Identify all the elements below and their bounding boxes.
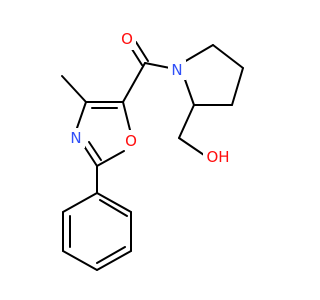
bond-oxazole-c5-o1 <box>122 101 131 131</box>
bond-pyrrolidine-c4-c5 <box>212 44 244 69</box>
atom-label-layer: O N O N OH <box>67 30 235 167</box>
bond-oxazole-c2-n3-double-a <box>83 145 98 167</box>
bond-oxazole-c4-n3 <box>76 101 87 129</box>
bond-carbonyl-oxazole <box>122 62 146 103</box>
bond-ch2-oh <box>178 137 205 156</box>
bond-oxazole-c2-o1 <box>96 150 125 167</box>
ring-oxygen-label: O <box>125 132 137 150</box>
bond-phenyl-3-inner <box>96 246 126 264</box>
ring-nitrogen-label: N <box>70 129 81 147</box>
bond-pyrrolidine-c3-c4 <box>231 67 244 106</box>
bond-phenyl-1-inner <box>99 199 128 217</box>
bond-c4-methyl <box>61 75 87 103</box>
bond-phenyl-6 <box>62 192 98 213</box>
bond-pyrrolidine-c5-n <box>183 44 214 63</box>
bond-oxazole-c2-n3-double-b <box>88 141 102 161</box>
amide-nitrogen-label: N <box>171 61 182 79</box>
bond-carbonyl-double-b <box>135 41 149 62</box>
carbonyl-oxygen-label: O <box>121 30 133 48</box>
molecule-canvas: O N O N OH <box>61 30 244 271</box>
bond-phenyl-4 <box>62 250 98 271</box>
bond-c2-ch2 <box>178 104 195 139</box>
molecule-structure: O N O N OH <box>61 30 244 271</box>
hydroxyl-label: OH <box>206 148 229 166</box>
bond-phenyl-1 <box>96 192 132 213</box>
bond-phenyl-3 <box>96 250 132 271</box>
bond-layer <box>61 41 244 271</box>
bond-carbonyl-amide-n <box>144 62 171 69</box>
